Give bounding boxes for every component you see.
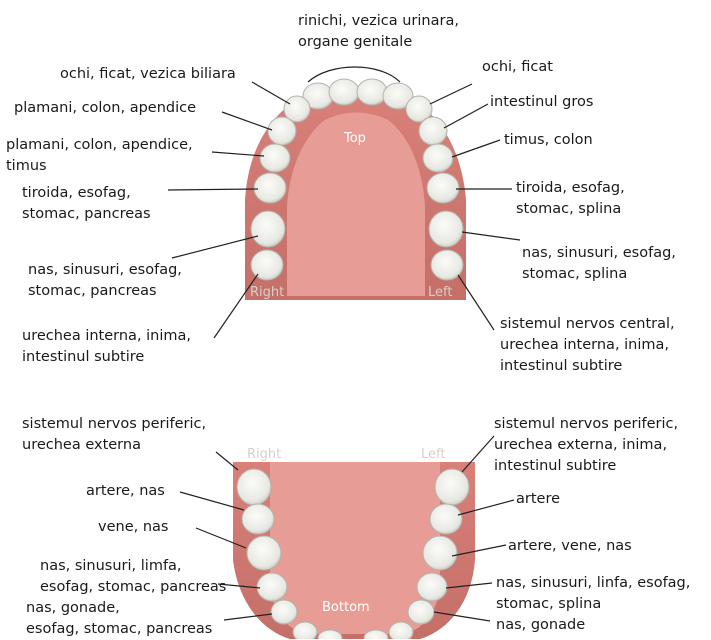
label-line: vene, nas <box>98 517 168 538</box>
leader-u-r-lateral <box>252 82 290 104</box>
label-line: artere, vene, nas <box>508 536 632 557</box>
label-l-l-premolar2: nas, sinusuri, linfa, esofag, stomac, sp… <box>496 573 690 615</box>
label-u-r-lateral: ochi, ficat, vezica biliara <box>60 64 236 85</box>
lower-bottom-label: Bottom <box>322 600 370 615</box>
label-l-r-molar1: vene, nas <box>98 517 168 538</box>
label-l-l-molar1: artere, vene, nas <box>508 536 632 557</box>
label-u-l-molar2: sistemul nervos central, urechea interna… <box>500 314 675 377</box>
label-line: timus <box>6 156 193 177</box>
leader-u-r-premolar2 <box>168 189 258 190</box>
label-line: stomac, splina <box>522 264 676 285</box>
lower-left-label: Left <box>421 447 445 462</box>
label-line: intestinul gros <box>490 92 593 113</box>
label-u-l-molar1: nas, sinusuri, esofag, stomac, splina <box>522 243 676 285</box>
label-line: tiroida, esofag, <box>516 178 625 199</box>
label-line: plamani, colon, apendice <box>14 98 196 119</box>
label-line: nas, gonade, <box>26 598 212 619</box>
leader-u-l-canine <box>444 104 488 128</box>
label-line: ochi, ficat <box>482 57 553 78</box>
upper-right-label: Right <box>250 285 284 300</box>
label-line: intestinul subtire <box>500 356 675 377</box>
label-line: stomac, pancreas <box>22 204 151 225</box>
leader-u-l-molar1 <box>462 232 520 240</box>
label-u-l-lateral: ochi, ficat <box>482 57 553 78</box>
label-l-r-molar3: sistemul nervos periferic, urechea exter… <box>22 414 206 456</box>
label-u-r-canine: plamani, colon, apendice <box>14 98 196 119</box>
leader-l-l-molar3 <box>462 436 494 472</box>
label-u-incisors: rinichi, vezica urinara, organe genitale <box>298 11 459 53</box>
label-line: esofag, stomac, pancreas <box>26 619 212 640</box>
leader-u-l-premolar <box>452 140 500 157</box>
label-line: nas, sinusuri, esofag, <box>522 243 676 264</box>
label-line: plamani, colon, apendice, <box>6 135 193 156</box>
leader-u-r-canine <box>222 112 272 130</box>
label-line: ochi, ficat, vezica biliara <box>60 64 236 85</box>
label-line: urechea externa, inima, <box>494 435 678 456</box>
label-line: tiroida, esofag, <box>22 183 151 204</box>
leader-u-l-lateral <box>430 84 472 104</box>
label-l-l-molar3: sistemul nervos periferic, urechea exter… <box>494 414 678 477</box>
label-line: sistemul nervos central, <box>500 314 675 335</box>
upper-top-label: Top <box>343 131 366 146</box>
upper-jaw: Top Right Left <box>245 79 466 300</box>
leader-l-r-molar3 <box>216 452 238 470</box>
label-line: timus, colon <box>504 130 593 151</box>
label-line: nas, gonade <box>496 615 585 636</box>
label-l-l-molar2: artere <box>516 489 560 510</box>
label-u-r-molar1: nas, sinusuri, esofag, stomac, pancreas <box>28 260 182 302</box>
lower-jaw: Right Left Bottom <box>233 447 475 639</box>
label-line: urechea interna, inima, <box>500 335 675 356</box>
label-line: nas, sinusuri, limfa, <box>40 556 226 577</box>
label-line: rinichi, vezica urinara, <box>298 11 459 32</box>
label-u-l-canine: intestinul gros <box>490 92 593 113</box>
label-u-r-premolar2: tiroida, esofag, stomac, pancreas <box>22 183 151 225</box>
label-line: intestinul subtire <box>494 456 678 477</box>
label-line: sistemul nervos periferic, <box>494 414 678 435</box>
label-line: artere, nas <box>86 481 165 502</box>
label-u-r-premolar1: plamani, colon, apendice, timus <box>6 135 193 177</box>
label-line: sistemul nervos periferic, <box>22 414 206 435</box>
leader-u-r-molar2 <box>214 274 258 338</box>
label-l-r-premolar1: nas, gonade, esofag, stomac, pancreas <box>26 598 212 640</box>
label-line: intestinul subtire <box>22 347 191 368</box>
label-l-r-premolar2: nas, sinusuri, limfa, esofag, stomac, pa… <box>40 556 226 598</box>
leader-incisors <box>308 67 400 82</box>
label-line: nas, sinusuri, linfa, esofag, <box>496 573 690 594</box>
label-l-r-molar2: artere, nas <box>86 481 165 502</box>
label-line: artere <box>516 489 560 510</box>
label-line: organe genitale <box>298 32 459 53</box>
label-line: esofag, stomac, pancreas <box>40 577 226 598</box>
label-line: urechea interna, inima, <box>22 326 191 347</box>
leader-u-l-molar2 <box>458 275 494 330</box>
label-line: nas, sinusuri, esofag, <box>28 260 182 281</box>
label-l-l-premolar1: nas, gonade <box>496 615 585 636</box>
label-u-l-premolar2: tiroida, esofag, stomac, splina <box>516 178 625 220</box>
label-u-r-molar2: urechea interna, inima, intestinul subti… <box>22 326 191 368</box>
label-line: stomac, splina <box>516 199 625 220</box>
label-line: stomac, pancreas <box>28 281 182 302</box>
label-u-l-premolar: timus, colon <box>504 130 593 151</box>
upper-left-label: Left <box>428 285 452 300</box>
label-line: stomac, splina <box>496 594 690 615</box>
lower-right-label: Right <box>247 447 281 462</box>
label-line: urechea externa <box>22 435 206 456</box>
